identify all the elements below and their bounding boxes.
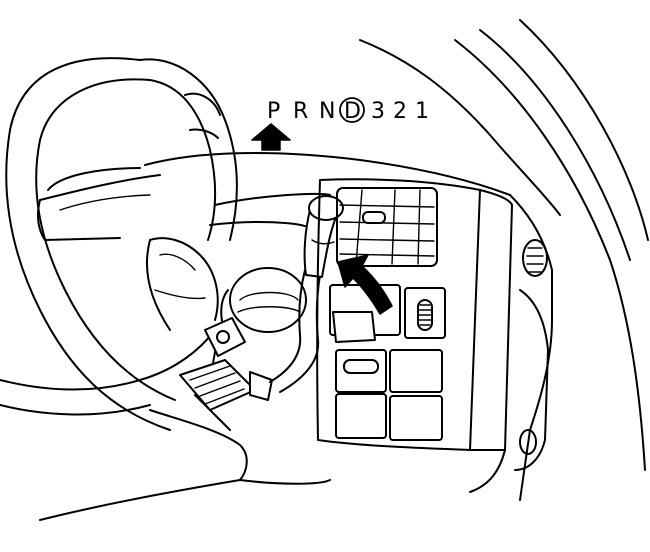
- gear-p: P: [267, 99, 280, 124]
- shift-lever: [269, 195, 344, 393]
- steering-wheel: [0, 57, 238, 431]
- curved-arrow-icon: [337, 254, 393, 315]
- dashboard-panel: [36, 152, 553, 501]
- center-console: [316, 178, 549, 493]
- gear-n: N: [319, 99, 335, 124]
- windshield-pillar: [359, 19, 649, 471]
- gear-1: 1: [415, 99, 429, 124]
- up-arrow-icon: [251, 123, 291, 151]
- air-vent: [336, 187, 438, 267]
- switch-block: [329, 284, 446, 441]
- gear-2: 2: [393, 99, 407, 124]
- ignition-key: [179, 317, 273, 411]
- gear-r: R: [293, 99, 308, 124]
- gear-d-highlight-ring: [339, 97, 365, 123]
- gear-3: 3: [371, 99, 385, 124]
- shift-pattern-label: P R N D 3 2 1: [267, 97, 429, 124]
- side-panel: [514, 239, 549, 471]
- gear-d: D: [344, 99, 361, 124]
